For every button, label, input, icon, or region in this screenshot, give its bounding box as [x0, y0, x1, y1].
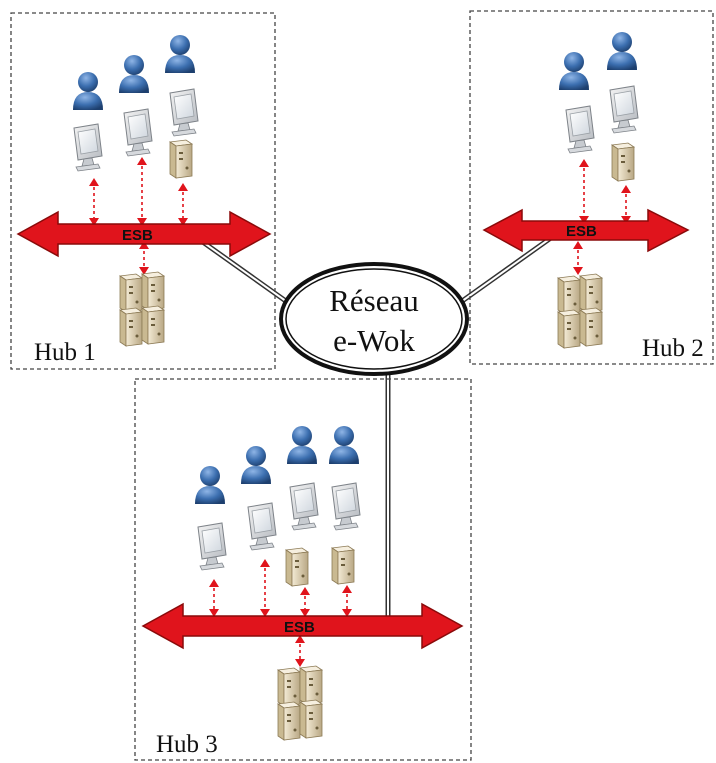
link-hub1: [198, 237, 292, 307]
hub-2: ESB Hub 2: [469, 10, 714, 365]
hub-2-label: Hub 2: [642, 335, 704, 362]
user-icon: [119, 55, 149, 93]
user-icon: [195, 466, 225, 504]
server-rack-icon: [558, 274, 602, 348]
user-icon: [165, 35, 195, 73]
monitor-icon: [565, 105, 595, 154]
user-icon: [607, 32, 637, 70]
user-icon: [241, 446, 271, 484]
monitor-icon: [609, 85, 639, 134]
monitor-icon: [123, 108, 153, 157]
monitor-icon: [247, 502, 277, 551]
reseau-ewok-node: Réseau e-Wok: [279, 262, 469, 376]
network-links: [198, 232, 557, 622]
hub-2-esb-bus: ESB: [482, 208, 690, 253]
monitor-icon: [331, 482, 361, 531]
user-icon: [73, 72, 103, 110]
hub-1-esb-label: ESB: [122, 227, 153, 244]
server-icon: [285, 547, 309, 587]
user-icon: [559, 52, 589, 90]
network-name-line1: Réseau: [329, 283, 419, 318]
hub-2-connectors: [577, 162, 627, 270]
hub-2-nodes: [559, 32, 639, 182]
hub-3-esb-label: ESB: [284, 619, 315, 636]
hub-2-frame: [469, 10, 714, 365]
monitor-icon: [169, 88, 199, 137]
server-rack-icon: [278, 666, 322, 740]
hub-3-connector-heads: [209, 559, 352, 667]
server-icon: [169, 139, 193, 179]
hub-1-label: Hub 1: [34, 339, 96, 366]
hub-1-connector-heads: [89, 157, 188, 275]
hub-2-connector-heads: [573, 159, 631, 275]
hub-3: ESB Hub 3: [134, 378, 472, 761]
hub-1: ESB Hub 1: [10, 12, 276, 370]
hub-1-connectors: [93, 160, 184, 270]
hub-3-frame: [134, 378, 472, 761]
hub-3-label: Hub 3: [156, 731, 218, 758]
hub-1-esb-bus: ESB: [16, 210, 272, 258]
user-icon: [287, 426, 317, 464]
hub-1-frame: [10, 12, 276, 370]
server-icon: [331, 545, 355, 585]
hub-3-connectors: [213, 562, 348, 662]
server-rack-icon: [120, 272, 164, 346]
hub-2-esb-label: ESB: [566, 223, 597, 240]
hub-1-nodes: [73, 35, 199, 179]
hub-3-nodes: [195, 426, 361, 587]
monitor-icon: [73, 123, 103, 172]
user-icon: [329, 426, 359, 464]
link-hub2: [456, 232, 557, 307]
monitor-icon: [197, 522, 227, 571]
hub-3-esb-bus: ESB: [141, 602, 464, 650]
network-name-line2: e-Wok: [333, 323, 415, 358]
server-icon: [611, 142, 635, 182]
monitor-icon: [289, 482, 319, 531]
